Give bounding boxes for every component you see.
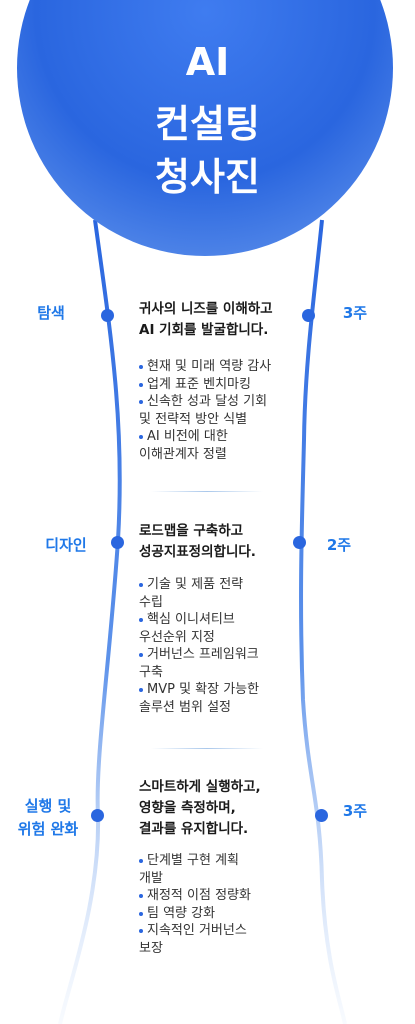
list-item: 팀 역량 강화	[139, 905, 299, 923]
phase-heading: 스마트하게 실행하고, 영향을 측정하며, 결과를 유지합니다.	[139, 779, 261, 837]
section-divider	[151, 491, 263, 492]
left-timeline-dot	[101, 309, 114, 322]
list-item: 현재 및 미래 역량 감사	[139, 358, 299, 376]
list-item: 재정적 이점 정량화	[139, 887, 299, 905]
right-timeline-curve	[299, 219, 347, 1024]
left-timeline-dot	[91, 809, 104, 822]
section-divider	[151, 748, 263, 749]
phase-label: 실행 및 위험 완화	[17, 797, 79, 838]
left-timeline-dot	[111, 536, 124, 549]
hero-title-line-2: 컨설팅	[155, 102, 260, 146]
phase-label: 탐색	[37, 304, 65, 322]
hero-title-line-1: AI	[185, 40, 230, 84]
right-timeline-dot	[315, 809, 328, 822]
phase-heading: 로드맵을 구축하고 성공지표정의합니다.	[139, 523, 256, 560]
left-timeline-curve	[58, 219, 122, 1024]
right-timeline-dot	[293, 536, 306, 549]
phase-duration: 2주	[326, 536, 352, 554]
phase-duration: 3주	[342, 304, 368, 322]
phase-heading: 귀사의 니즈를 이해하고 AI 기회를 발굴합니다.	[139, 301, 273, 338]
phase-label: 디자인	[45, 536, 87, 554]
hero-title-line-3: 청사진	[155, 155, 260, 199]
list-item: 업계 표준 벤치마킹	[139, 376, 299, 394]
phase-duration: 3주	[342, 802, 368, 820]
right-timeline-dot	[302, 309, 315, 322]
